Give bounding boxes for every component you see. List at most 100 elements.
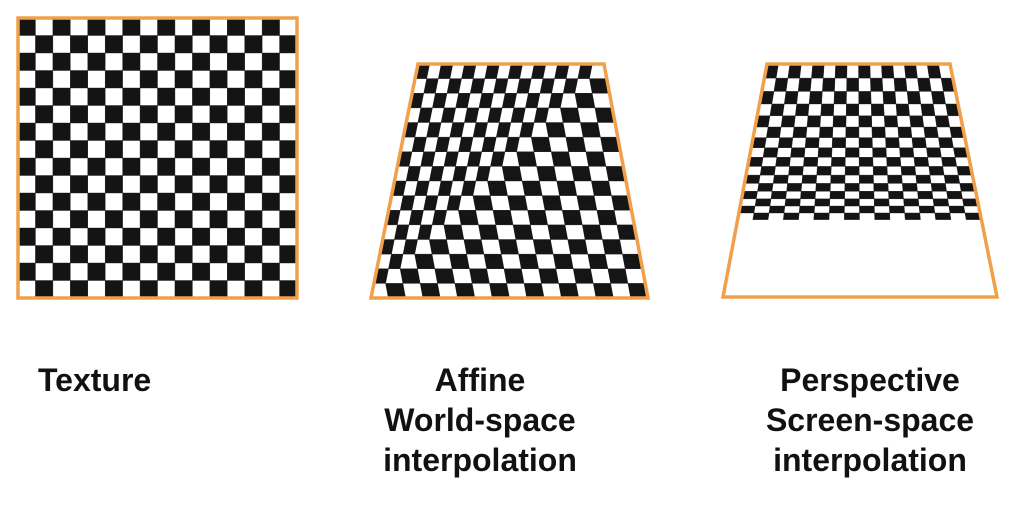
affine-checker-square: [537, 185, 542, 189]
affine-checker-square: [447, 192, 451, 196]
texture-checker-square: [227, 52, 245, 71]
affine-checker-square: [415, 275, 420, 279]
affine-checker-square: [450, 278, 455, 282]
affine-checker-square: [451, 114, 455, 118]
affine-checker-square: [449, 180, 453, 184]
affine-checker-square: [516, 139, 520, 143]
affine-checker-square: [439, 175, 443, 179]
affine-checker-square: [603, 263, 608, 267]
affine-checker-square: [514, 251, 519, 255]
affine-checker-square: [472, 185, 476, 189]
affine-checker-square: [526, 90, 530, 94]
affine-checker-square: [504, 80, 508, 84]
affine-checker-square: [436, 129, 440, 133]
affine-checker-square: [471, 188, 475, 191]
affine-checker-square: [589, 95, 594, 99]
affine-checker-square: [522, 107, 526, 111]
texture-checker-square: [139, 35, 158, 54]
perspective-checker-square: [757, 183, 774, 192]
affine-checker-square: [538, 192, 543, 196]
affine-checker-square: [439, 173, 443, 177]
affine-checker-square: [466, 100, 470, 104]
affine-checker-square: [482, 132, 486, 135]
affine-checker-square: [448, 268, 453, 272]
affine-checker-square: [508, 214, 512, 218]
affine-checker-square: [414, 124, 418, 128]
affine-checker-square: [574, 110, 579, 113]
affine-checker-square: [426, 183, 430, 187]
perspective-checker-square: [819, 126, 834, 138]
affine-checker-square: [483, 129, 487, 133]
affine-checker-square: [414, 241, 418, 245]
texture-checker-square: [209, 245, 228, 264]
affine-checker-square: [552, 268, 557, 272]
affine-checker-square: [450, 275, 455, 279]
affine-checker-square: [472, 183, 476, 187]
affine-checker-square: [487, 195, 491, 199]
texture-border: [16, 16, 299, 300]
affine-checker-square: [578, 222, 583, 226]
affine-checker-square: [493, 139, 497, 143]
affine-checker-square: [457, 224, 462, 228]
affine-checker-square: [473, 212, 477, 216]
perspective-checker-square: [797, 77, 812, 92]
affine-checker-square: [543, 219, 548, 223]
texture-checker-square: [70, 175, 88, 194]
affine-checker-square: [593, 207, 598, 211]
perspective-checker-square: [845, 147, 860, 158]
texture-checker-square: [244, 280, 263, 299]
perspective-checker-square: [770, 191, 787, 200]
affine-checker-square: [427, 234, 431, 238]
affine-checker-square: [399, 256, 403, 260]
affine-checker-square: [533, 163, 537, 167]
affine-checker-square: [465, 105, 469, 109]
perspective-checker-square: [858, 115, 873, 128]
affine-checker-square: [544, 117, 547, 121]
texture-checker-square: [209, 175, 228, 194]
perspective-checker-square: [831, 137, 846, 148]
affine-checker-square: [434, 85, 438, 89]
affine-checker-square: [479, 90, 483, 94]
affine-checker-square: [471, 75, 474, 79]
texture-checker-square: [70, 140, 88, 159]
texture-checker-square: [87, 227, 106, 246]
affine-checker-square: [539, 290, 544, 294]
affine-checker-square: [508, 122, 512, 126]
affine-checker-square: [401, 188, 405, 191]
affine-checker-square: [563, 231, 568, 235]
affine-checker-square: [563, 234, 568, 238]
texture-checker-square: [139, 280, 158, 299]
affine-checker-square: [587, 178, 592, 182]
affine-checker-square: [580, 141, 585, 145]
affine-checker-square: [412, 251, 416, 255]
affine-checker-square: [416, 280, 421, 284]
perspective-checker-square: [858, 91, 872, 105]
affine-checker-square: [587, 175, 592, 179]
affine-checker-square: [483, 268, 488, 272]
affine-checker-square: [530, 127, 534, 131]
perspective-checker-square: [783, 212, 800, 220]
affine-checker-square: [487, 166, 491, 170]
affine-checker-square: [553, 270, 558, 274]
affine-checker-square: [474, 222, 479, 226]
perspective-checker-square: [787, 63, 802, 79]
affine-checker-square: [490, 93, 494, 96]
affine-checker-square: [562, 134, 567, 138]
affine-checker-square: [522, 197, 527, 201]
affine-checker-square: [596, 224, 601, 228]
affine-checker-square: [560, 93, 564, 96]
texture-checker-square: [279, 210, 298, 229]
affine-checker-square: [412, 249, 416, 252]
affine-checker-square: [523, 202, 527, 206]
perspective-checker-square: [903, 198, 920, 207]
affine-checker-square: [497, 119, 500, 123]
affine-checker-square: [403, 236, 407, 240]
perspective-checker-square: [846, 77, 859, 92]
texture-checker-square: [122, 157, 141, 176]
affine-checker-square: [551, 171, 556, 174]
affine-checker-square: [602, 256, 607, 260]
affine-checker-square: [567, 161, 572, 165]
texture-checker-square: [261, 87, 280, 106]
affine-checker-square: [505, 78, 509, 82]
perspective-checker-square: [858, 157, 874, 167]
